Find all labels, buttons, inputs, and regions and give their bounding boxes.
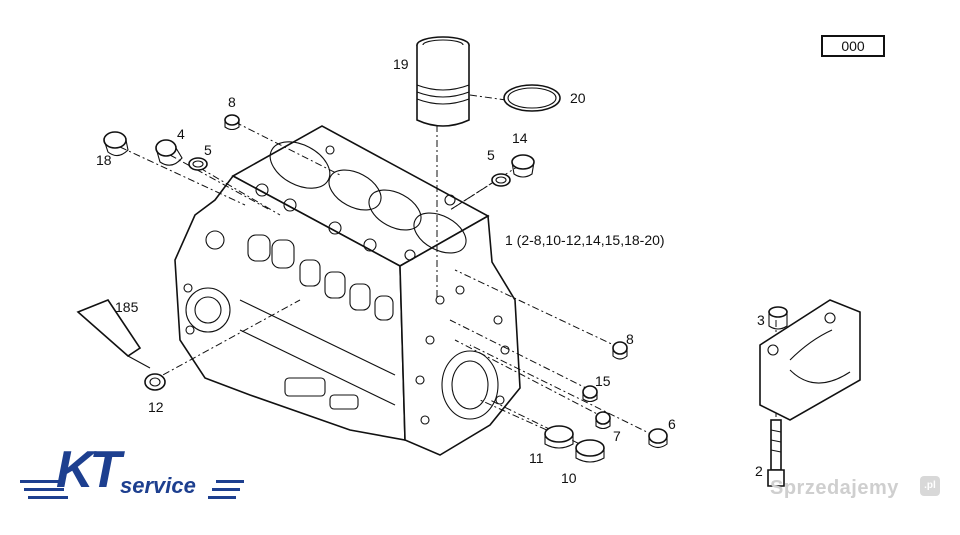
logo-brand-sub: service — [120, 473, 196, 498]
callout-7: 7 — [613, 428, 621, 444]
bearing-cap — [759, 299, 861, 421]
sealant-tube-185 — [76, 299, 151, 369]
plug-15 — [582, 385, 598, 403]
plug-8-bottom — [612, 341, 628, 360]
callout-11: 11 — [529, 450, 544, 466]
plug-7 — [595, 411, 611, 430]
callout-20: 20 — [570, 90, 586, 106]
reference-code-box: 000 — [821, 35, 885, 57]
plug-8-top — [224, 114, 240, 131]
assembly-lines — [119, 94, 777, 470]
callout-18: 18 — [96, 152, 112, 168]
cap-bolt-2 — [767, 419, 785, 487]
bushing-10 — [575, 439, 605, 463]
callout-5-right: 5 — [487, 147, 495, 163]
callout-3: 3 — [757, 312, 765, 328]
plug-4 — [155, 139, 183, 166]
bushing-11 — [544, 425, 574, 449]
plug-14 — [511, 154, 535, 178]
callout-8-top: 8 — [228, 94, 236, 110]
bearing-shell-3 — [768, 306, 788, 330]
callout-5-left: 5 — [204, 142, 212, 158]
callout-8-bottom: 8 — [626, 331, 634, 347]
engine-block — [174, 125, 521, 456]
callout-2: 2 — [755, 463, 763, 479]
callout-15: 15 — [595, 373, 611, 389]
logo-brand-main: KT — [56, 441, 121, 499]
washer-5-left — [188, 157, 208, 171]
kt-service-logo: KT service — [20, 440, 250, 518]
callout-19: 19 — [393, 56, 409, 72]
plug-18 — [103, 131, 129, 157]
watermark-text: Sprzedajemy — [770, 477, 899, 499]
callout-6: 6 — [668, 416, 676, 432]
seal-12 — [144, 373, 166, 391]
o-ring — [503, 84, 561, 112]
callout-12: 12 — [148, 399, 164, 415]
plug-6 — [648, 428, 668, 449]
callout-14: 14 — [512, 130, 528, 146]
cylinder-liner — [416, 36, 470, 127]
callout-4: 4 — [177, 126, 185, 142]
washer-5-right — [491, 173, 511, 187]
callout-185: 185 — [115, 299, 139, 315]
callout-10: 10 — [561, 470, 577, 486]
callout-1: 1 (2-8,10-12,14,15,18-20) — [505, 232, 665, 248]
watermark-badge: .pl — [920, 476, 940, 496]
